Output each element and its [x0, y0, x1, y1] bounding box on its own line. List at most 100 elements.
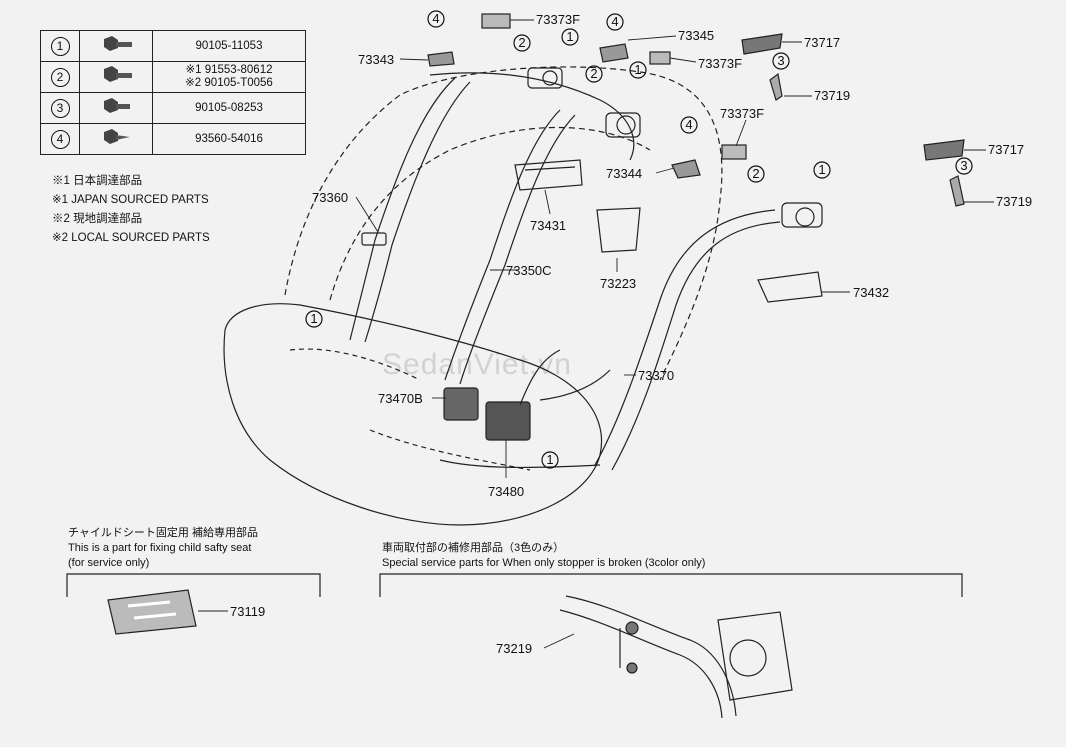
- legend-row: 2 ※1 91553-80612※2 90105-T0056: [40, 61, 306, 93]
- callout-73717: 73717: [988, 142, 1024, 157]
- screw-icon: [104, 128, 130, 144]
- marker-label: 3: [777, 53, 784, 68]
- tray-73431: [514, 159, 583, 191]
- callout-73360: 73360: [312, 190, 348, 205]
- cover-73717a: [741, 33, 783, 55]
- service-parts-title: 車両取付部の補修用部品（3色のみ）: [382, 542, 565, 554]
- center-belt-webbing: [444, 109, 561, 381]
- part-73119-plate: [107, 589, 197, 635]
- leader-73343: [399, 58, 429, 61]
- cap-73373F-b: [649, 51, 671, 65]
- cap-73373F-c: [721, 144, 747, 160]
- service-retractor: [717, 611, 793, 701]
- leader-73360: [355, 196, 379, 233]
- seat-back-outline: [284, 66, 723, 381]
- belt-anchor-strap: [439, 459, 601, 469]
- callout-73480: 73480: [488, 484, 524, 499]
- callout-73373F: 73373F: [698, 56, 742, 71]
- note-japan-jp: ※1 日本調達部品: [52, 175, 143, 187]
- buckle-wiring: [519, 349, 611, 406]
- callout-73343: 73343: [358, 52, 394, 67]
- legend-row: 3 90105-08253: [40, 92, 306, 124]
- leader-73344: [655, 167, 675, 174]
- callout-73119: 73119: [230, 604, 265, 619]
- callout-73373F: 73373F: [536, 12, 580, 27]
- leader-73373F-c: [735, 119, 747, 147]
- service-belt-strap: [559, 609, 723, 719]
- right-belt-webbing: [594, 209, 776, 466]
- retractor-left: [527, 67, 563, 89]
- marker-label: 4: [611, 14, 618, 29]
- clip-73719b: [949, 175, 965, 207]
- leader-73219: [543, 633, 575, 649]
- marker-label: 4: [685, 117, 692, 132]
- service-belt-strap-edge: [565, 595, 737, 717]
- marker-label: 2: [518, 35, 525, 50]
- child-seat-frame: [66, 573, 321, 597]
- note-local-en: ※2 LOCAL SOURCED PARTS: [52, 232, 210, 244]
- marker-label: 2: [752, 166, 759, 181]
- watermark: SedanViet.vn: [382, 348, 572, 381]
- seat-cushion-outline: [223, 303, 603, 526]
- callout-73344: 73344: [606, 166, 642, 181]
- left-belt-tongue: [361, 232, 387, 246]
- bolt-icon: [104, 35, 132, 51]
- center-belt-upper: [429, 72, 635, 161]
- left-belt-webbing-edge: [364, 81, 471, 343]
- stopper-bottom: [626, 662, 638, 674]
- legend-part-number: 93560-54016: [195, 132, 263, 145]
- legend-part-number: 90105-08253: [195, 101, 263, 114]
- marker-label: 2: [590, 66, 597, 81]
- legend-part-number: ※1 91553-80612: [185, 64, 273, 76]
- fastener-legend-table: 1 90105-11053 2 ※1 91553-80612※2 90105-T…: [40, 30, 306, 155]
- left-belt-webbing: [349, 77, 456, 341]
- service-parts-frame: [379, 573, 963, 597]
- buckle-73480: [485, 401, 531, 441]
- marker-label: 3: [960, 158, 967, 173]
- marker-label: 1: [546, 452, 553, 467]
- circled-markers: [305, 10, 973, 469]
- legend-marker: 4: [50, 129, 70, 149]
- tray-73431-inner: [524, 166, 576, 171]
- clip-73719a: [769, 72, 783, 101]
- legend-marker: 1: [50, 36, 70, 56]
- sourcing-notes: ※1 日本調達部品 ※1 JAPAN SOURCED PARTS ※2 現地調達…: [52, 172, 210, 248]
- legend-row: 1 90105-11053: [40, 30, 306, 62]
- child-seat-line2: (for service only): [68, 557, 150, 569]
- box-73223: [596, 207, 641, 253]
- child-seat-line1: This is a part for fixing child safty se…: [68, 542, 252, 554]
- callout-73370: 73370: [638, 368, 674, 383]
- seat-back-inner: [329, 127, 651, 301]
- bolt-icon: [104, 97, 130, 113]
- right-belt-webbing-edge: [611, 221, 781, 471]
- bracket-73344: [671, 159, 701, 179]
- tray-73432: [757, 271, 823, 303]
- legend-part-number: ※2 90105-T0056: [185, 77, 273, 89]
- child-seat-title: チャイルドシート固定用 補給専用部品: [68, 527, 258, 539]
- seat-cushion-seam: [289, 348, 531, 471]
- cover-73717b: [923, 139, 965, 161]
- legend-part-number: 90105-11053: [195, 39, 263, 52]
- callout-73373F: 73373F: [720, 106, 764, 121]
- child-seat-caption: チャイルドシート固定用 補給専用部品 This is a part for fi…: [68, 526, 258, 571]
- callout-73717: 73717: [804, 35, 840, 50]
- buckle-73470B: [443, 387, 479, 421]
- retractor-center: [605, 112, 641, 138]
- marker-label: 1: [310, 311, 317, 326]
- marker-label: 1: [566, 29, 573, 44]
- callout-73470B: 73470B: [378, 391, 423, 406]
- leader-73373F-b: [669, 57, 697, 63]
- note-local-jp: ※2 現地調達部品: [52, 213, 143, 225]
- callout-73719: 73719: [996, 194, 1032, 209]
- marker-label: 4: [432, 11, 439, 26]
- callout-73432: 73432: [853, 285, 889, 300]
- legend-marker: 3: [50, 98, 70, 118]
- note-japan-en: ※1 JAPAN SOURCED PARTS: [52, 194, 209, 206]
- callout-73350C: 73350C: [506, 263, 552, 278]
- bracket-73345: [599, 43, 629, 63]
- leader-73345: [627, 35, 677, 41]
- cap-73373F-a: [481, 13, 511, 29]
- leader-73431: [544, 189, 551, 215]
- bracket-73343: [427, 51, 455, 67]
